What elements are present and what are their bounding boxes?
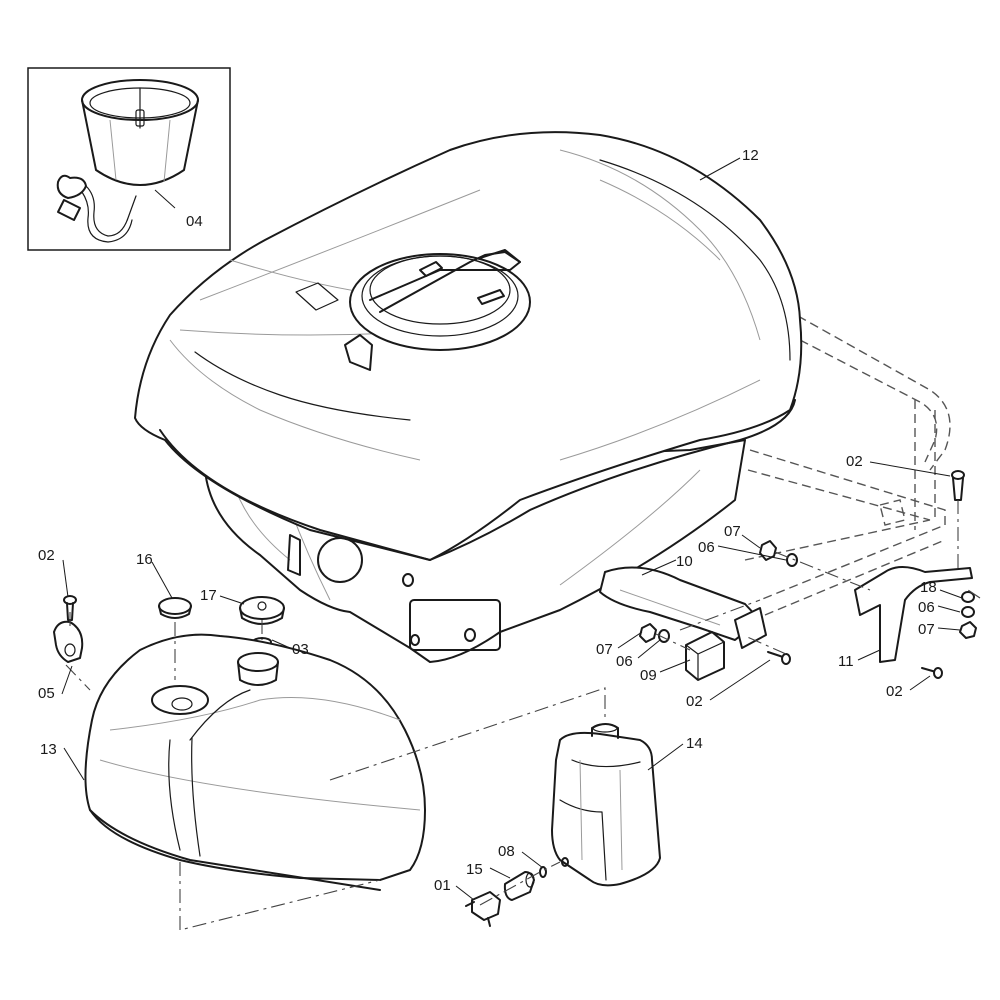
plate-at-10 <box>734 607 767 649</box>
assembly-lines <box>65 500 981 931</box>
washer-06-right <box>961 606 975 618</box>
callout-04: 04 <box>186 213 203 230</box>
callout-11: 11 <box>838 653 854 670</box>
nut-07-right <box>959 621 977 639</box>
callout-06-right: 06 <box>918 599 935 616</box>
bolt-02-frame <box>951 470 965 501</box>
callout-02-frame: 02 <box>846 453 863 470</box>
callout-16: 16 <box>136 551 153 568</box>
washer-18 <box>961 591 975 603</box>
fasteners <box>63 470 977 679</box>
callout-08: 08 <box>498 843 515 860</box>
inset-frame <box>27 67 231 251</box>
callout-07-right: 07 <box>918 621 935 638</box>
washer-08 <box>539 866 547 878</box>
callout-12: 12 <box>742 147 759 164</box>
callout-06-lower: 06 <box>616 653 633 670</box>
fitting-15 <box>503 871 535 901</box>
clip-05 <box>53 620 84 663</box>
bolt-02-lower <box>767 651 791 665</box>
callout-18: 18 <box>920 579 937 596</box>
valve-01 <box>465 891 501 927</box>
bracket-11 <box>854 566 973 663</box>
nut-07-lower <box>639 623 657 643</box>
bracket-09 <box>685 631 725 681</box>
callout-02-lower: 02 <box>686 693 703 710</box>
callout-09: 09 <box>640 667 657 684</box>
callout-labels: 12 04 02 07 06 10 07 06 09 02 18 06 07 1… <box>38 147 937 894</box>
callout-02-left: 02 <box>38 547 55 564</box>
callout-13: 13 <box>40 741 57 758</box>
callout-10: 10 <box>676 553 693 570</box>
mount-frame-phantom <box>744 315 951 616</box>
leader-lines <box>61 157 963 901</box>
inset-detail-04 <box>27 67 231 251</box>
callout-07-upper: 07 <box>724 523 741 540</box>
callout-02-bottom: 02 <box>886 683 903 700</box>
callout-05: 05 <box>38 685 55 702</box>
tank-13 <box>84 633 426 891</box>
main-tank-12 <box>134 131 803 663</box>
tank-lid <box>344 249 531 371</box>
callout-06-upper: 06 <box>698 539 715 556</box>
callout-14: 14 <box>686 735 703 752</box>
bolt-02-bottom <box>921 667 943 679</box>
callout-15: 15 <box>466 861 483 878</box>
bracket-10 <box>599 566 761 641</box>
cap-16 <box>158 597 192 619</box>
washer-06-upper <box>786 553 798 567</box>
bucket-strainer <box>56 79 199 243</box>
cap-17 <box>239 596 285 625</box>
callout-07-lower: 07 <box>596 641 613 658</box>
callout-17: 17 <box>200 587 217 604</box>
bottle-14 <box>551 723 661 887</box>
callout-01: 01 <box>434 877 451 894</box>
callout-03: 03 <box>292 641 309 658</box>
